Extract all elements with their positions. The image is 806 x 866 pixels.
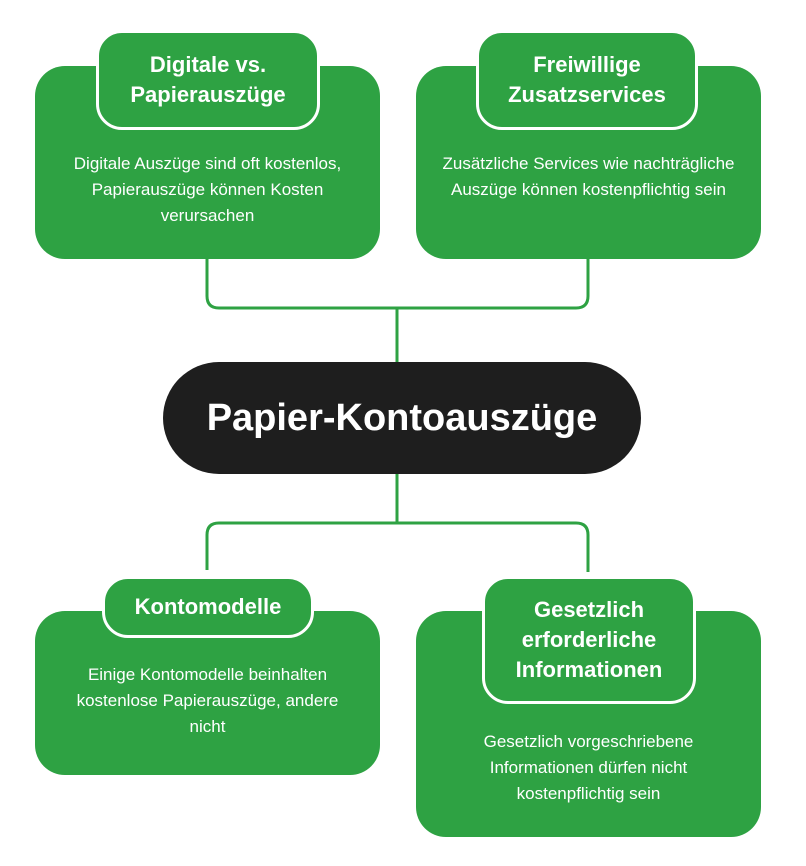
card-legal-information-text: Gesetzlich vorgeschriebene Informationen…	[483, 732, 694, 803]
card-optional-services-title: Freiwillige Zusatzservices	[476, 30, 698, 130]
card-optional-services-text: Zusätzliche Services wie nachträgliche A…	[442, 154, 735, 199]
central-topic: Papier-Kontoauszüge	[163, 362, 641, 474]
connector-top	[205, 258, 590, 362]
card-digital-vs-paper-text: Digitale Auszüge sind oft kostenlos, Pap…	[73, 154, 342, 225]
card-digital-vs-paper-title: Digitale vs. Papierauszüge	[96, 30, 320, 130]
card-account-models-text: Einige Kontomodelle beinhalten kostenlos…	[76, 665, 339, 736]
card-account-models: Einige Kontomodelle beinhalten kostenlos…	[35, 611, 380, 775]
card-account-models-title: Kontomodelle	[102, 576, 314, 638]
card-legal-information-title: Gesetzlich erforderliche Informationen	[482, 576, 696, 704]
connector-bottom	[205, 474, 590, 572]
